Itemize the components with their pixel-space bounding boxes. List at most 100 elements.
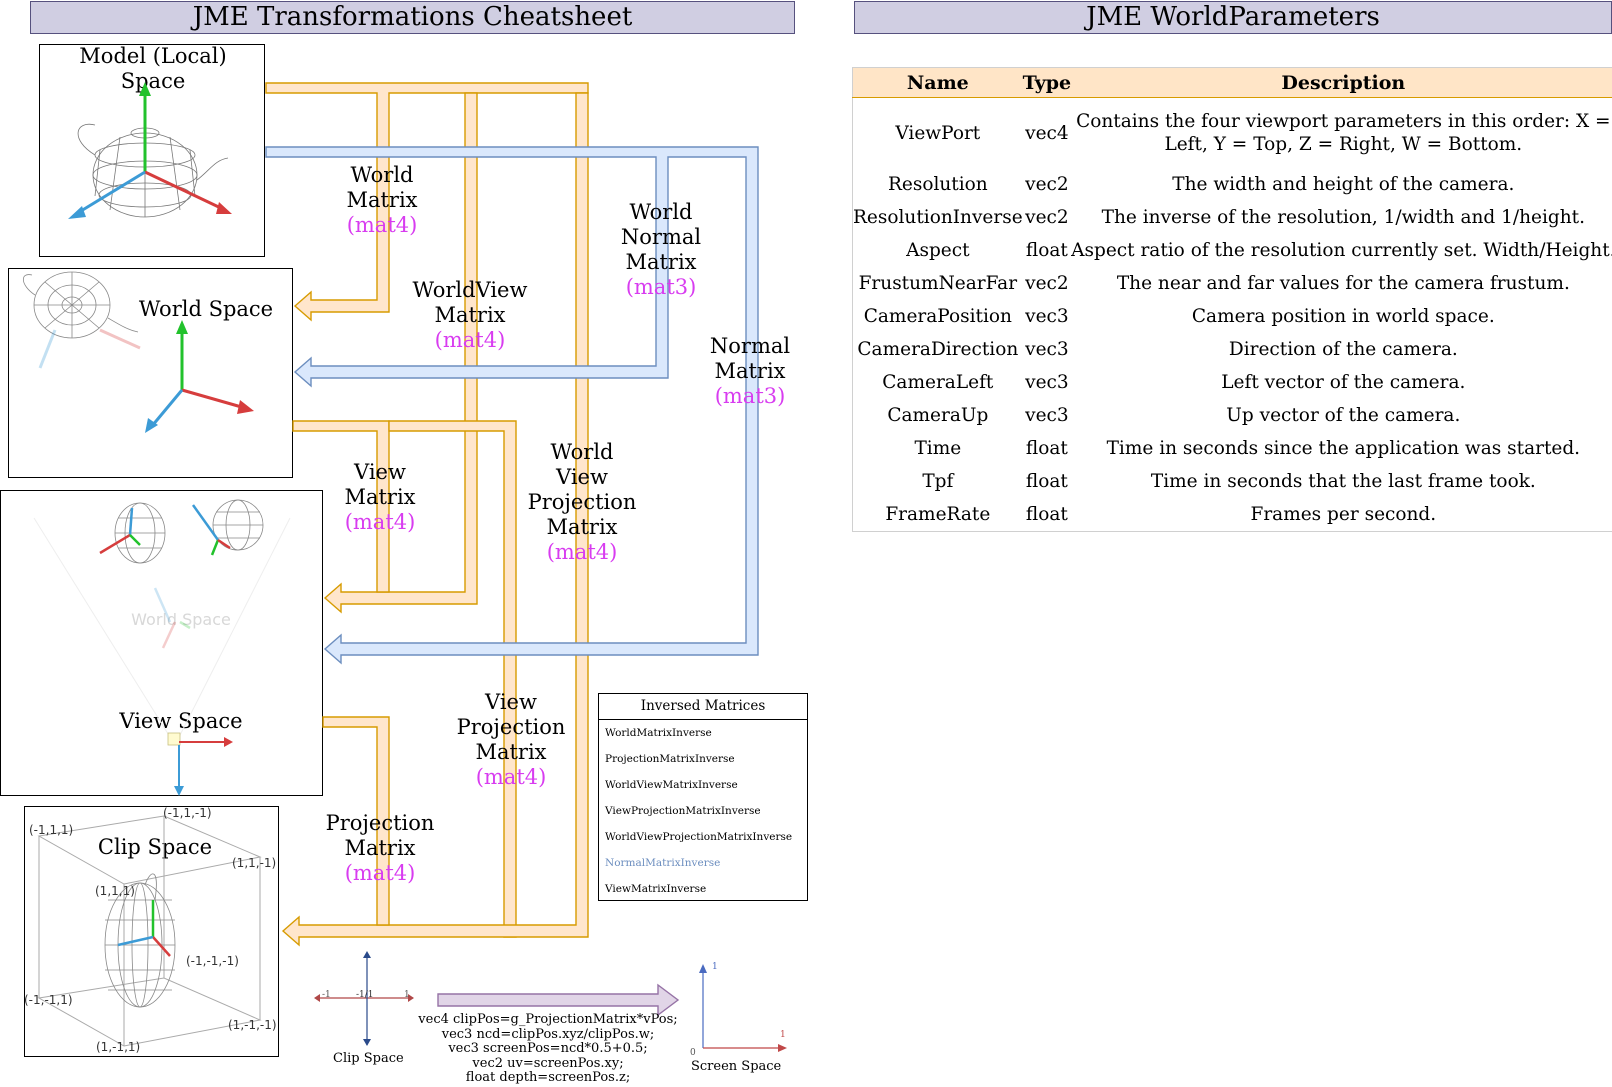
matrix-name: WorldView Matrix: [412, 278, 528, 327]
formula-line: float depth=screenPos.z;: [465, 1070, 631, 1085]
world-matrix-arrow: [265, 82, 589, 322]
view-space-ghost-label: World Space: [131, 610, 231, 629]
clip-corner-label: (1,-1,-1): [228, 1018, 277, 1032]
world-normal-matrix-label: World Normal Matrix (mat3): [621, 200, 701, 300]
table-header-row: Name Type Description: [852, 67, 1612, 98]
matrix-name: World Matrix: [346, 163, 418, 212]
clip-corner-label: (-1,-1,1): [24, 993, 73, 1007]
matrix-type: (mat4): [344, 510, 416, 534]
matrix-type: (mat4): [475, 765, 547, 789]
inversed-matrices-title: Inversed Matrices: [599, 694, 807, 720]
model-teapot-icon: [77, 123, 229, 218]
table-row: CameraDirection vec3 Direction of the ca…: [853, 333, 1612, 366]
clip-corner-label: (1,1,1): [95, 884, 135, 898]
param-type: float: [1025, 240, 1068, 261]
clip-cube: [37, 815, 262, 1047]
table-row: Time float Time in seconds since the app…: [853, 432, 1612, 465]
column-header-name: Name: [852, 67, 1023, 98]
matrix-type: (mat4): [434, 328, 506, 352]
param-description: Frames per second.: [1250, 504, 1437, 525]
view-teapots-icon: [114, 499, 264, 564]
matrix-type: (mat3): [714, 384, 786, 408]
param-type: vec4: [1025, 122, 1069, 144]
world-teapot-icon: [22, 271, 139, 339]
table-row: CameraPosition vec3 Camera position in w…: [853, 300, 1612, 333]
table-row: Aspect float Aspect ratio of the resolut…: [853, 234, 1612, 267]
inversed-matrix-item: WorldViewMatrixInverse: [605, 779, 738, 791]
model-space-panel: Model (Local) Space: [39, 44, 265, 257]
matrix-type: (mat4): [346, 213, 418, 237]
view-camera-axes-icon: [167, 732, 233, 796]
world-normal-matrix-arrow: [265, 146, 759, 665]
table-row: ViewPort vec4 Contains the four viewport…: [853, 98, 1612, 169]
view-matrix-label: View Matrix (mat4): [344, 460, 415, 535]
param-type: vec2: [1025, 273, 1069, 294]
view-frustum-lines: [33, 517, 291, 746]
clip-space-small-label: Clip Space: [333, 1051, 404, 1066]
world-parameters-table: Name Type Description ViewPort vec4 Cont…: [852, 67, 1612, 532]
table-row: Tpf float Time in seconds that the last …: [853, 465, 1612, 498]
param-name: Tpf: [922, 471, 954, 492]
formula-line: vec2 uv=screenPos.xy;: [472, 1055, 624, 1071]
view-teapot-axes-icon: [99, 504, 231, 556]
param-name: Resolution: [887, 174, 988, 195]
matrix-type: (mat4): [546, 540, 618, 564]
world-matrix-label: World Matrix (mat4): [346, 163, 417, 238]
matrix-name: World View Projection Matrix: [527, 440, 637, 539]
param-description: Time in seconds that the last frame took…: [1150, 471, 1536, 492]
inversed-matrix-item: ProjectionMatrixInverse: [605, 753, 735, 765]
param-name: CameraUp: [887, 405, 989, 426]
param-description: The width and height of the camera.: [1172, 174, 1515, 195]
param-type: vec2: [1025, 207, 1069, 228]
param-name: Time: [914, 438, 962, 459]
model-axes-icon: [68, 82, 232, 219]
param-type: vec3: [1025, 306, 1069, 327]
param-name: ViewPort: [895, 122, 981, 144]
projection-matrix-arrow: [322, 716, 390, 926]
world-ghost-axes-icon: [38, 328, 141, 369]
clip-axes-icon: [117, 900, 171, 957]
clip-corner-label: (-1,1,-1): [163, 806, 212, 820]
param-name: CameraLeft: [882, 372, 994, 393]
table-row: Resolution vec2 The width and height of …: [853, 168, 1612, 201]
table-row: ResolutionInverse vec2 The inverse of th…: [853, 201, 1612, 234]
column-header-description: Description: [1071, 67, 1612, 98]
worldview-matrix-arrow: [323, 92, 478, 614]
screen-mapping-arrow: [437, 983, 680, 1017]
param-description: Contains the four viewport parameters in…: [1076, 111, 1611, 155]
param-name: CameraDirection: [857, 339, 1019, 360]
inversed-matrix-item: ViewMatrixInverse: [605, 883, 707, 895]
model-space-label: Model (Local) Space: [79, 44, 227, 93]
table-row: CameraLeft vec3 Left vector of the camer…: [853, 366, 1612, 399]
matrix-type: (mat4): [344, 861, 416, 885]
world-axes-icon: [145, 320, 254, 433]
matrix-name: View Projection Matrix: [456, 690, 566, 764]
param-name: ResolutionInverse: [853, 207, 1023, 228]
param-description: Left vector of the camera.: [1221, 372, 1466, 393]
formula-line: vec4 clipPos=g_ProjectionMatrix*vPos;: [418, 1012, 678, 1027]
world-space-label: World Space: [138, 297, 274, 321]
param-name: FrameRate: [885, 504, 991, 525]
matrix-type: (mat3): [625, 275, 697, 299]
view-space-panel: World Space View Space: [0, 490, 323, 796]
projection-matrix-label: Projection Matrix (mat4): [326, 811, 435, 886]
inversed-matrix-item: WorldViewProjectionMatrixInverse: [605, 831, 793, 843]
clip-pos-label: 1: [404, 990, 410, 1000]
viewprojection-matrix-label: View Projection Matrix (mat4): [457, 690, 566, 790]
inversed-matrix-item: ViewProjectionMatrixInverse: [605, 805, 761, 817]
screen-origin-label: 0: [690, 1048, 696, 1058]
matrix-name: World Normal Matrix: [620, 200, 702, 274]
table-row: FrustumNearFar vec2 The near and far val…: [853, 267, 1612, 300]
param-name: Aspect: [906, 240, 970, 261]
formula-line: vec3 screenPos=ncd*0.5+0.5;: [448, 1041, 648, 1056]
param-type: vec3: [1025, 339, 1069, 360]
screen-x-label: 1: [780, 1030, 786, 1040]
world-space-panel: World Space: [8, 268, 293, 478]
inversed-matrix-item: WorldMatrixInverse: [605, 727, 712, 739]
orange-arrows: [265, 82, 589, 947]
clip-axis-cross: [314, 951, 414, 1046]
worldview-matrix-label: WorldView Matrix (mat4): [413, 278, 528, 353]
worldviewprojection-matrix-label: World View Projection Matrix (mat4): [528, 440, 637, 565]
clip-teapot-icon: [104, 873, 176, 1008]
param-description: Direction of the camera.: [1228, 339, 1458, 360]
